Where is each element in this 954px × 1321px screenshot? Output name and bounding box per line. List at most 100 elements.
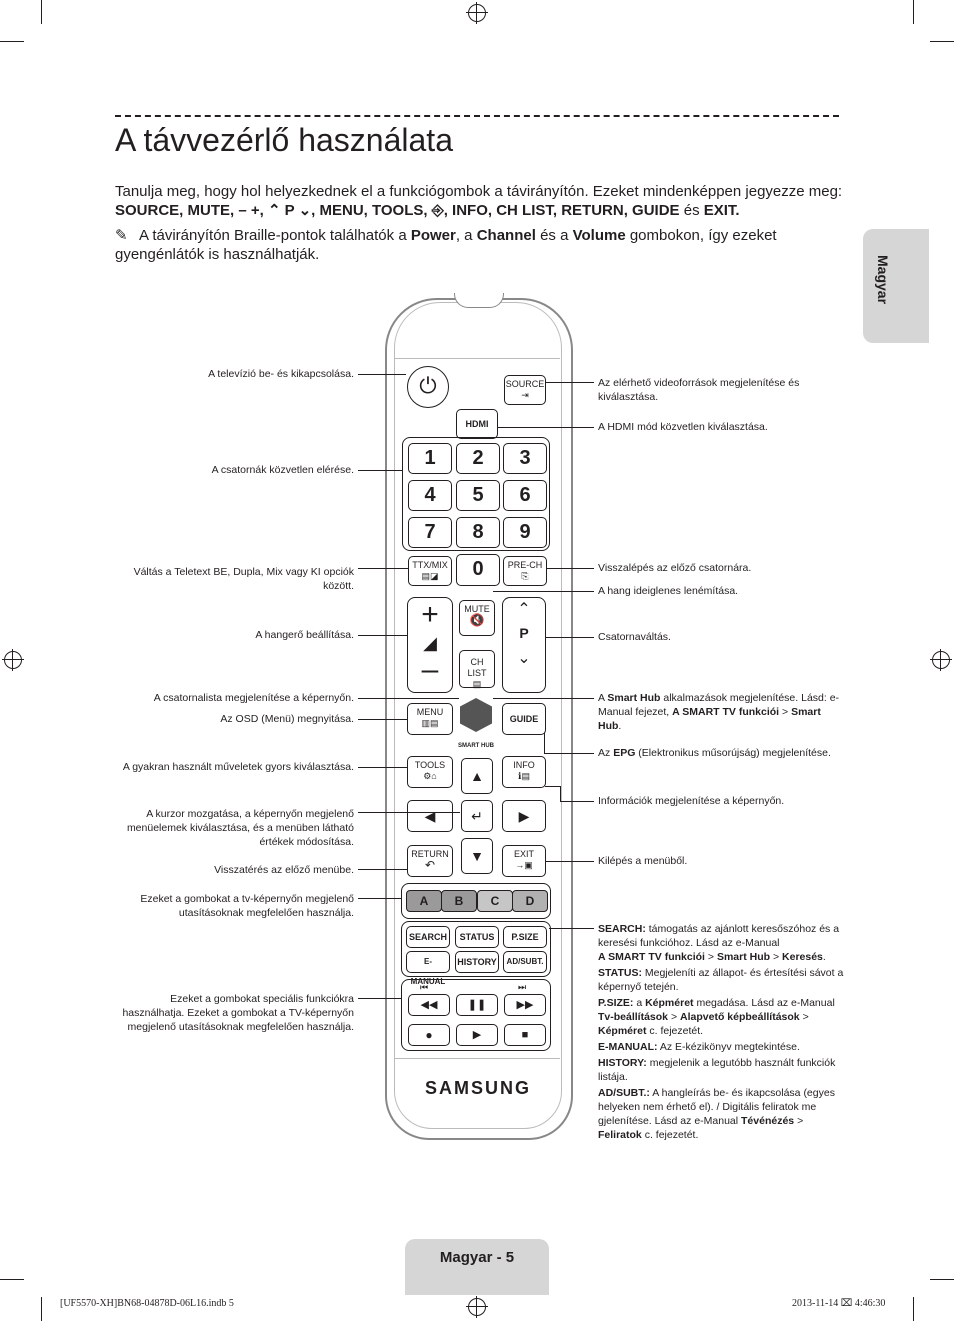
search-button[interactable]: SEARCH bbox=[406, 926, 450, 948]
emanual-label: E-MANUAL bbox=[410, 957, 446, 986]
channel-down-icon: ⌄ bbox=[517, 650, 531, 667]
up-arrow-button[interactable]: ▲ bbox=[461, 758, 493, 794]
info-icon: ℹ▤ bbox=[518, 771, 530, 781]
p-size-button[interactable]: P.SIZE bbox=[503, 926, 547, 948]
color-keys-group bbox=[401, 883, 551, 919]
callout-color-keys: Ezeket a gombokat a tv-képernyőn megjele… bbox=[140, 893, 354, 919]
title-rule bbox=[115, 115, 839, 117]
rewind-button[interactable]: ◀◀ bbox=[408, 994, 450, 1016]
right-arrow-button[interactable]: ▶ bbox=[502, 800, 546, 832]
callout-exit: Kilépés a menüből. bbox=[598, 855, 688, 867]
return-button[interactable]: RETURN↶ bbox=[407, 845, 453, 877]
intro-paragraph: Tanulja meg, hogy hol helyezkednek el a … bbox=[115, 182, 850, 220]
fast-forward-button[interactable]: ▶▶ bbox=[504, 994, 546, 1016]
pause-button[interactable]: ❚❚ bbox=[456, 994, 498, 1016]
callout-menu: Az OSD (Menü) megnyitása. bbox=[220, 713, 354, 725]
digit-5-button[interactable]: 5 bbox=[456, 480, 500, 511]
tools-button[interactable]: TOOLS⚙⌂ bbox=[407, 756, 453, 788]
play-button[interactable]: ▶ bbox=[456, 1024, 498, 1046]
callout-text: megjelenik a legutóbb használt funkciók … bbox=[598, 1057, 836, 1083]
enter-button[interactable]: ↵ bbox=[461, 800, 493, 832]
callout-text: alkalmazások megjelenítése. Lásd: e-Manu… bbox=[598, 692, 840, 718]
callout-text: Megjeleníti az állapot- és értesítési sá… bbox=[598, 967, 844, 993]
info-label: INFO bbox=[513, 760, 535, 770]
color-a-label: A bbox=[419, 894, 429, 908]
mute-icon: 🔇 bbox=[469, 613, 485, 627]
color-a-button[interactable]: A bbox=[406, 890, 442, 912]
history-key: HISTORY: bbox=[598, 1057, 647, 1069]
digit-9-button[interactable]: 9 bbox=[503, 517, 547, 548]
channel-up-icon: ⌃ bbox=[517, 601, 531, 618]
callout-line bbox=[497, 427, 594, 428]
guide-button[interactable]: GUIDE bbox=[502, 703, 546, 735]
power-button[interactable]: ⏻ bbox=[407, 366, 449, 408]
stop-button[interactable]: ■ bbox=[504, 1024, 546, 1046]
menu-button[interactable]: MENU▥▤ bbox=[407, 703, 453, 735]
exit-button[interactable]: EXIT→▣ bbox=[502, 845, 546, 877]
enter-icon: ↵ bbox=[471, 808, 483, 824]
exit-label: EXIT bbox=[513, 849, 534, 859]
callout-text: A bbox=[598, 692, 605, 704]
channel-rocker[interactable]: ⌃ P ⌄ bbox=[502, 597, 546, 693]
down-arrow-button[interactable]: ▼ bbox=[461, 838, 493, 874]
registration-mark-icon bbox=[466, 1296, 488, 1318]
prech-icon: ⎘ bbox=[521, 571, 529, 581]
digit-label: 4 bbox=[424, 484, 436, 506]
source-button[interactable]: SOURCE⇥ bbox=[504, 375, 546, 405]
mute-button[interactable]: MUTE🔇 bbox=[459, 600, 495, 636]
digit-1-button[interactable]: 1 bbox=[408, 443, 452, 474]
callout-text: a bbox=[636, 997, 643, 1009]
braille-note: ✎A távirányítón Braille-pontok található… bbox=[115, 226, 850, 264]
source-icon: ⇥ bbox=[521, 390, 529, 400]
numpad-group bbox=[402, 437, 550, 551]
color-d-label: D bbox=[525, 894, 535, 908]
registration-mark-icon bbox=[930, 649, 952, 671]
callout-mute: A hang ideiglenes lenémítása. bbox=[598, 585, 739, 597]
hdmi-button[interactable]: HDMI bbox=[456, 409, 498, 439]
page-number-tab: Magyar - 5 bbox=[405, 1239, 549, 1295]
digit-4-button[interactable]: 4 bbox=[408, 480, 452, 511]
digit-0-button[interactable]: 0 bbox=[456, 554, 500, 586]
pause-icon: ❚❚ bbox=[467, 999, 487, 1011]
digit-2-button[interactable]: 2 bbox=[456, 443, 500, 474]
color-c-button[interactable]: C bbox=[477, 890, 513, 912]
digit-6-button[interactable]: 6 bbox=[503, 480, 547, 511]
color-b-button[interactable]: B bbox=[441, 890, 477, 912]
e-manual-button[interactable]: E-MANUAL bbox=[406, 951, 450, 986]
digit-label: 3 bbox=[519, 447, 531, 469]
callout-text: Az E-kézikönyv megtekintése. bbox=[659, 1041, 800, 1053]
skip-forward-icon: ⏭ bbox=[518, 982, 527, 992]
color-d-button[interactable]: D bbox=[512, 890, 548, 912]
callout-bold: Tv-beállítások bbox=[598, 1011, 669, 1023]
crop-mark bbox=[930, 1279, 954, 1280]
ch-list-button[interactable]: CH LIST▤ bbox=[459, 650, 495, 689]
history-button[interactable]: HISTORY bbox=[455, 951, 499, 973]
callout-bold: Smart Hub bbox=[716, 951, 771, 963]
note-comma: , a bbox=[455, 227, 473, 244]
callout-line bbox=[545, 382, 594, 383]
callout-bold: EPG bbox=[613, 747, 636, 759]
ad-subt-button[interactable]: AD/SUBT. bbox=[503, 951, 547, 973]
language-side-tab: Magyar bbox=[863, 229, 929, 343]
digit-label: 5 bbox=[472, 484, 484, 506]
pre-ch-button[interactable]: PRE-CH⎘ bbox=[503, 556, 547, 586]
remote-ir-window bbox=[454, 293, 504, 308]
intro-text: Tanulja meg, hogy hol helyezkednek el a … bbox=[115, 183, 843, 200]
ttx-mix-button[interactable]: TTX/MIX▤◪ bbox=[408, 556, 452, 586]
callout-line bbox=[493, 591, 594, 592]
volume-rocker[interactable]: + ◢ – bbox=[407, 597, 453, 693]
digit-3-button[interactable]: 3 bbox=[503, 443, 547, 474]
callout-line bbox=[358, 374, 406, 375]
record-button[interactable]: ● bbox=[408, 1024, 450, 1046]
digit-8-button[interactable]: 8 bbox=[456, 517, 500, 548]
digit-label: 2 bbox=[472, 447, 484, 469]
digit-7-button[interactable]: 7 bbox=[408, 517, 452, 548]
status-button[interactable]: STATUS bbox=[455, 926, 499, 948]
left-arrow-button[interactable]: ◀ bbox=[407, 800, 453, 832]
skip-back-icon: ⏮ bbox=[420, 982, 429, 992]
ttx-label: TTX/MIX bbox=[412, 560, 448, 570]
smart-hub-button[interactable] bbox=[460, 698, 492, 732]
callout-line bbox=[545, 637, 594, 638]
stop-icon: ■ bbox=[521, 1029, 529, 1041]
